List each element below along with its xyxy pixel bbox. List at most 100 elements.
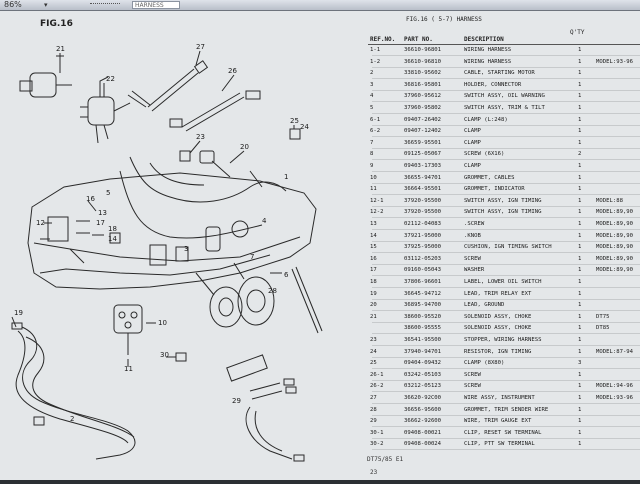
ref-no-cell: 4 [370, 93, 374, 100]
ref-no-cell: 12-2 [370, 209, 384, 216]
row-divider [372, 182, 640, 184]
parts-title: FIG.16 ( 5-7) HARNESS [406, 16, 482, 23]
qty-cell: 1 [578, 429, 582, 436]
row-divider [372, 391, 640, 393]
description-cell: LABEL, LOWER OIL SWITCH [464, 279, 542, 285]
part-no-header: PART NO. [404, 36, 433, 43]
svg-text:17: 17 [96, 219, 105, 227]
qty-cell: 1 [578, 290, 582, 297]
svg-text:29: 29 [232, 397, 241, 405]
chevron-down-icon[interactable]: ▾ [44, 1, 48, 9]
qty-cell: 1 [578, 186, 582, 193]
filename-field[interactable]: HARNESS [132, 1, 180, 9]
ref-no-cell: 2 [370, 70, 374, 77]
ref-no-cell: 17 [370, 267, 377, 274]
qty-cell: 1 [578, 81, 582, 88]
ref-no-cell: 20 [370, 302, 377, 309]
remarks-cell: MODEL:89,90 [596, 221, 634, 227]
part-no-cell: 09403-17303 [404, 163, 442, 169]
description-cell: LEAD, GROUND [464, 302, 505, 309]
svg-text:5: 5 [106, 189, 110, 197]
part-no-cell: 36610-96801 [404, 47, 442, 53]
header-divider [368, 44, 640, 45]
svg-text:30: 30 [160, 351, 169, 359]
part-no-cell: 36645-94712 [404, 290, 442, 297]
ref-no-cell: 26-1 [370, 371, 384, 378]
qty-cell: 1 [578, 302, 582, 309]
remarks-cell: MODEL:89,90 [596, 232, 634, 239]
description-cell: GROMMET, CABLES [464, 174, 515, 181]
qty-header: Q'TY [570, 29, 585, 36]
model-code: DT75/85 E1 [367, 456, 404, 463]
row-divider [372, 66, 640, 68]
qty-cell: 1 [578, 232, 582, 239]
solenoid-choke-2-drawing [87, 96, 115, 126]
svg-text:28: 28 [268, 287, 277, 295]
zoom-level[interactable]: 86% [4, 0, 22, 9]
ref-no-cell: 7 [370, 139, 374, 146]
part-no-cell: 09407-12402 [404, 128, 442, 135]
svg-text:18: 18 [108, 225, 117, 233]
svg-text:4: 4 [262, 217, 267, 225]
part-no-cell: 36664-95501 [404, 186, 442, 193]
description-cell: CABLE, STARTING MOTOR [464, 70, 535, 77]
description-cell: SWITCH ASSY, TRIM & TILT [464, 105, 545, 111]
row-divider [372, 217, 640, 219]
remarks-cell: DT75 [596, 313, 610, 320]
row-divider [372, 287, 640, 288]
part-no-cell: 09407-26402 [404, 116, 442, 123]
part-no-cell: 36620-92C00 [404, 395, 442, 401]
ref-no-cell: 9 [370, 163, 374, 169]
svg-text:20: 20 [240, 143, 249, 151]
svg-text:1: 1 [284, 173, 288, 181]
part-no-cell: 33810-95602 [404, 70, 442, 77]
svg-text:26: 26 [228, 67, 237, 75]
svg-text:27: 27 [196, 43, 205, 51]
row-divider [372, 171, 640, 172]
row-divider [372, 124, 640, 126]
description-cell: GROMMET, TRIM SENDER WIRE [464, 406, 549, 413]
ref-no-cell: 28 [370, 406, 377, 413]
row-divider [372, 113, 640, 114]
part-no-cell: 36541-95500 [404, 337, 442, 343]
qty-cell: 1 [578, 406, 582, 413]
description-cell: GROMMET, INDICATOR [464, 186, 525, 193]
ref-no-cell: 10 [370, 174, 377, 181]
row-divider [372, 449, 640, 451]
grommet-drawing [209, 286, 243, 328]
remarks-cell: MODEL:89,90 [596, 244, 634, 251]
qty-cell: 1 [578, 325, 582, 332]
row-divider [372, 345, 640, 346]
part-no-cell: 02112-04083 [404, 221, 442, 227]
ref-no-cell: 21 [370, 313, 377, 320]
qty-cell: 1 [578, 418, 582, 425]
part-no-cell: 36895-94700 [404, 302, 442, 309]
row-divider [372, 426, 640, 428]
svg-text:22: 22 [106, 75, 115, 83]
svg-text:3: 3 [184, 245, 188, 253]
row-divider [372, 147, 640, 149]
ref-no-cell: 16 [370, 255, 377, 262]
part-no-cell: 38600-95520 [404, 313, 442, 320]
svg-text:16: 16 [86, 195, 95, 203]
part-no-cell: 37960-95802 [404, 105, 442, 111]
ref-no-cell: 3 [370, 81, 374, 88]
oil-switch-label-drawing [226, 354, 268, 382]
figure-label: FIG.16 [40, 19, 73, 29]
svg-text:11: 11 [124, 365, 133, 373]
description-cell: .KNOB [464, 232, 481, 239]
document-page: 21 27 22 26 25 23 20 1 5 16 13 12 17 18 … [0, 11, 640, 480]
